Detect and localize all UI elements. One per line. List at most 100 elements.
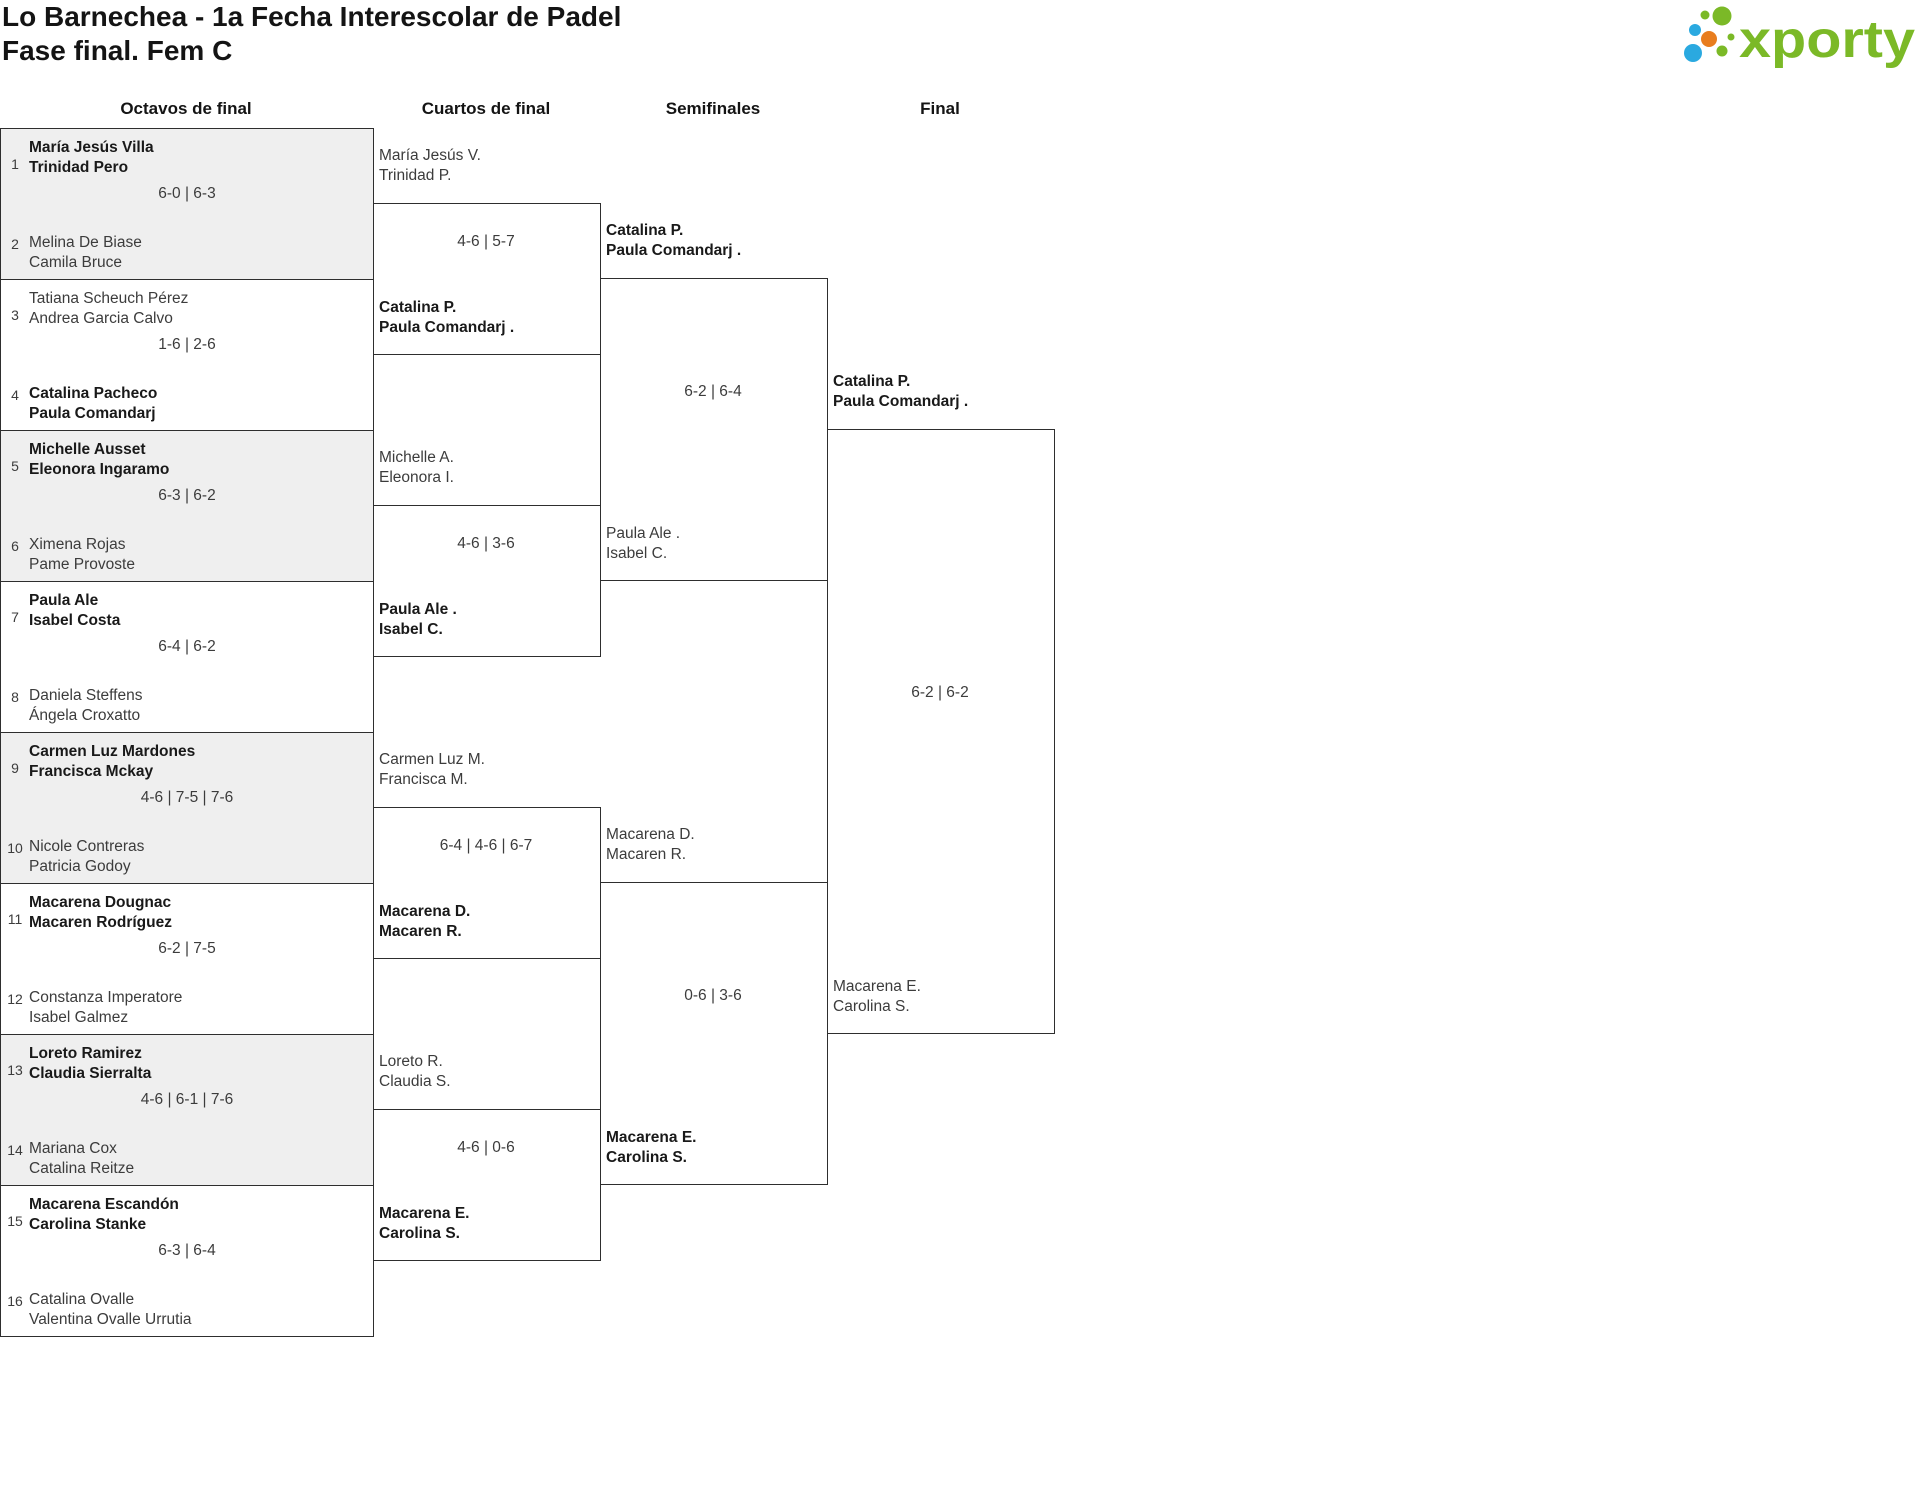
team-name: Catalina P. Paula Comandarj . [379, 298, 514, 337]
seed-number: 7 [11, 609, 19, 625]
team-line: Trinidad Pero [29, 158, 129, 176]
page-title: Lo Barnechea - 1a Fecha Interescolar de … [2, 0, 621, 68]
seed-number: 14 [7, 1142, 23, 1158]
seed-number: 11 [7, 911, 23, 927]
match-score: 6-0 | 6-3 [158, 185, 216, 202]
team-name: Carmen Luz M. Francisca M. [379, 750, 485, 789]
team-line: Catalina Reitze [29, 1159, 135, 1177]
team-line: Constanza Imperatore [29, 989, 183, 1006]
team-name: Loreto R. Claudia S. [379, 1052, 451, 1091]
seed-number: 12 [7, 991, 23, 1007]
seed-number: 9 [11, 760, 19, 776]
team-line: Carolina S. [606, 1148, 687, 1166]
xporty-logo-dots [1684, 6, 1735, 62]
seed-number: 5 [11, 458, 19, 474]
team-name: Paula Ale Isabel Costa [29, 591, 120, 630]
team-line: Eleonora Ingaramo [29, 460, 170, 478]
xporty-logo[interactable]: xporty [1682, 4, 1920, 72]
seed-number: 4 [11, 387, 19, 403]
team-name: Macarena D. Macaren R. [379, 902, 470, 941]
match-box-final [827, 429, 1055, 1034]
team-line: Paula Ale [29, 592, 99, 609]
xporty-logo-text: xporty [1739, 11, 1915, 69]
team-line: Camila Bruce [29, 253, 123, 271]
match-r16-5: 9 Carmen Luz Mardones Francisca Mckay 4-… [1, 733, 373, 884]
team-line: Francisca Mckay [29, 762, 154, 780]
team-name: Paula Ale . Isabel C. [606, 524, 680, 563]
phase-subtitle: Fase final. Fem C [2, 35, 233, 66]
match-r16-4: 7 Paula Ale Isabel Costa 6-4 | 6-2 8 Dan… [1, 582, 373, 733]
team-line: Catalina P. [379, 299, 457, 316]
seed-number: 10 [7, 840, 23, 856]
match-score: 1-6 | 2-6 [158, 336, 216, 353]
team-name: Macarena Dougnac Macaren Rodríguez [29, 893, 172, 932]
seed-number: 1 [11, 156, 19, 172]
team-line: María Jesús Villa [29, 139, 154, 156]
team-line: Patricia Godoy [29, 857, 131, 875]
team-name: Michelle Ausset Eleonora Ingaramo [29, 440, 169, 479]
match-box-qf4 [373, 1109, 601, 1261]
team-name: Loreto Ramirez Claudia Sierralta [29, 1044, 151, 1083]
match-score: 6-4 | 6-2 [158, 638, 216, 655]
match-score: 6-2 | 7-5 [158, 940, 216, 957]
team-line: Daniela Steffens [29, 687, 143, 704]
team-line: Paula Ale . [606, 525, 681, 542]
team-line: Macaren Rodríguez [29, 913, 172, 931]
team-line: Claudia Sierralta [29, 1064, 152, 1082]
team-name: María Jesús Villa Trinidad Pero [29, 138, 154, 177]
team-name: María Jesús V. Trinidad P. [379, 146, 481, 185]
team-line: Macarena Dougnac [29, 894, 172, 911]
team-line: Macarena Escandón [29, 1196, 179, 1213]
team-line: Catalina Ovalle [29, 1291, 135, 1308]
team-line: Paula Ale . [379, 601, 457, 618]
team-name: Catalina Ovalle Valentina Ovalle Urrutia [29, 1290, 192, 1329]
team-line: Macarena D. [379, 903, 471, 920]
team-line: Carolina S. [833, 997, 910, 1015]
team-line: Pame Provoste [29, 555, 135, 573]
team-line: Eleonora I. [379, 468, 454, 486]
team-name: Michelle A. Eleonora I. [379, 448, 454, 487]
team-line: Macaren R. [606, 845, 687, 863]
team-line: Mariana Cox [29, 1140, 117, 1157]
team-name: Macarena D. Macaren R. [606, 825, 695, 864]
team-line: Trinidad P. [379, 166, 452, 184]
team-name: Mariana Cox Catalina Reitze [29, 1139, 134, 1178]
team-name: Daniela Steffens Ángela Croxatto [29, 686, 142, 725]
team-line: Isabel C. [379, 620, 443, 638]
team-line: Macarena D. [606, 826, 695, 843]
team-line: Michelle A. [379, 449, 454, 466]
team-line: Michelle Ausset [29, 441, 146, 458]
team-line: Tatiana Scheuch Pérez [29, 290, 189, 307]
match-score: 6-2 | 6-4 [684, 383, 742, 400]
team-name: Macarena Escandón Carolina Stanke [29, 1195, 179, 1234]
team-name: Ximena Rojas Pame Provoste [29, 535, 135, 574]
match-score: 6-3 | 6-2 [158, 487, 216, 504]
match-score: 4-6 | 7-5 | 7-6 [140, 789, 234, 806]
team-name: Catalina Pacheco Paula Comandarj [29, 384, 157, 423]
team-line: Carolina Stanke [29, 1215, 147, 1233]
seed-number: 15 [7, 1213, 23, 1229]
round-header-cuartos: Cuartos de final [421, 99, 551, 118]
team-line: Paula Comandarj . [833, 392, 969, 410]
team-name: Carmen Luz Mardones Francisca Mckay [29, 742, 195, 781]
match-r16-8: 15 Macarena Escandón Carolina Stanke 6-3… [1, 1186, 373, 1336]
match-score: 6-3 | 6-4 [158, 1242, 216, 1259]
team-line: Macarena E. [379, 1205, 470, 1222]
team-line: Melina De Biase [29, 234, 142, 251]
team-line: Carolina S. [379, 1224, 460, 1242]
match-score: 4-6 | 0-6 [457, 1139, 515, 1156]
team-line: Andrea Garcia Calvo [29, 309, 173, 327]
team-line: Loreto Ramirez [29, 1045, 142, 1062]
match-score: 4-6 | 5-7 [457, 233, 515, 250]
match-r16-6: 11 Macarena Dougnac Macaren Rodríguez 6-… [1, 884, 373, 1035]
round-header-octavos: Octavos de final [120, 99, 252, 118]
team-line: Francisca M. [379, 770, 468, 788]
team-line: María Jesús V. [379, 147, 481, 164]
team-line: Carmen Luz M. [379, 751, 485, 768]
team-name: Macarena E. Carolina S. [379, 1204, 469, 1243]
seed-number: 3 [11, 307, 19, 323]
team-line: Carmen Luz Mardones [29, 743, 196, 760]
team-line: Paula Comandarj . [606, 241, 742, 259]
team-line: Catalina P. [833, 373, 911, 390]
